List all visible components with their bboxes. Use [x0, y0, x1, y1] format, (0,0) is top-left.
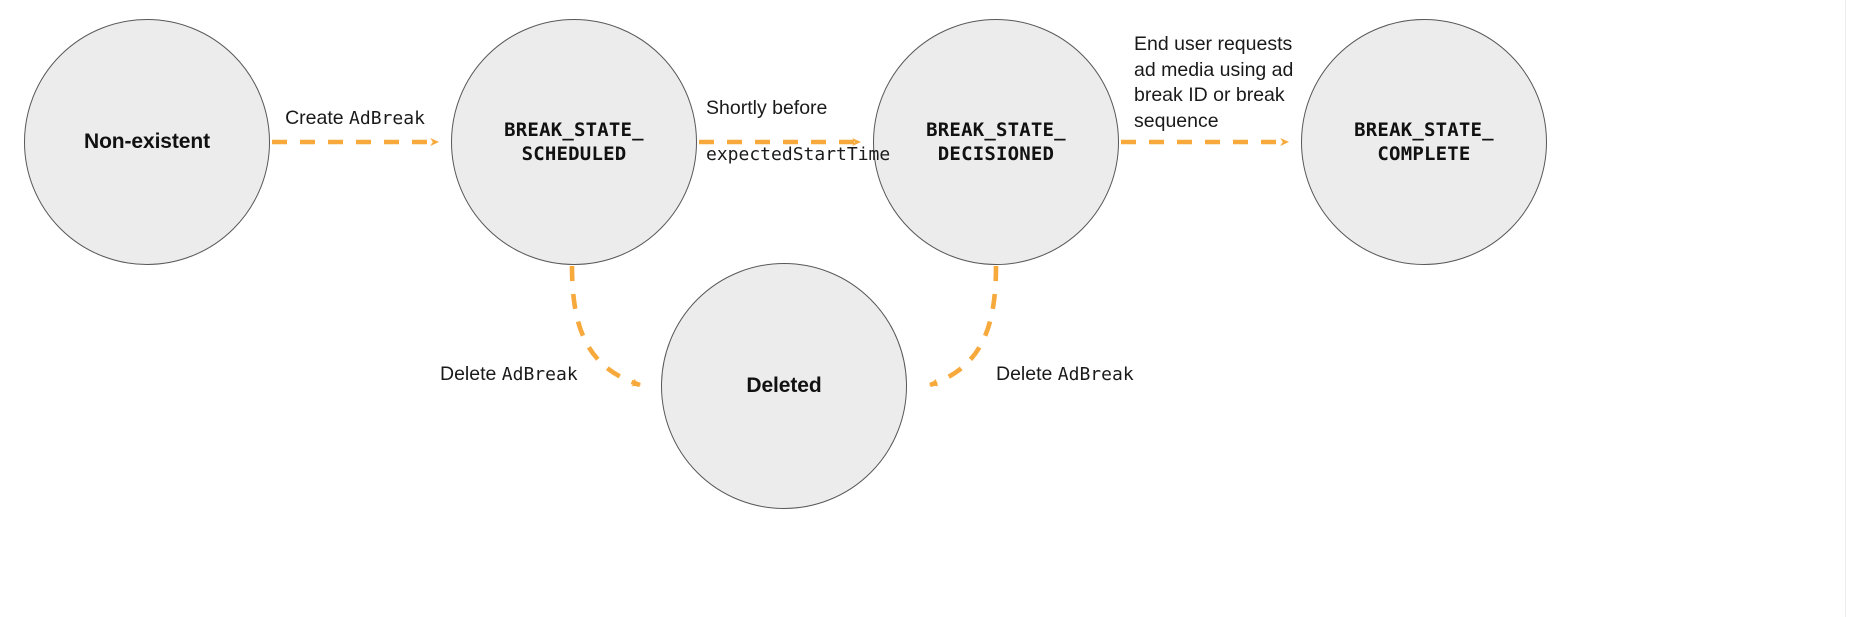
- state-node-break-state-complete[interactable]: BREAK_STATE_ COMPLETE: [1301, 19, 1547, 265]
- edge-label-decisioned-to-complete: End user requests ad media using ad brea…: [1134, 33, 1294, 133]
- edge-label-text-mono: AdBreak: [349, 108, 425, 130]
- state-node-label: Deleted: [746, 373, 822, 397]
- edge-label-text-sans: Create: [285, 107, 350, 130]
- state-node-break-state-scheduled[interactable]: BREAK_STATE_ SCHEDULED: [451, 19, 697, 265]
- edge-decisioned-to-deleted: [929, 265, 999, 388]
- state-node-label: BREAK_STATE_ DECISIONED: [926, 118, 1066, 165]
- edge-label-line-1: Shortly before: [706, 97, 828, 120]
- state-node-label: BREAK_STATE_ SCHEDULED: [504, 118, 644, 165]
- state-node-deleted[interactable]: Deleted: [661, 263, 907, 509]
- edge-label-create-adbreak: Create AdBreak: [272, 85, 438, 132]
- edge-label-text-sans: Delete: [440, 363, 502, 386]
- right-scroll-edge: [1845, 0, 1858, 617]
- edge-label-line-2: expectedStartTime: [706, 143, 891, 165]
- edge-label-decisioned-to-deleted: Delete AdBreak: [996, 341, 1146, 388]
- edge-label-text-sans: Delete: [996, 363, 1058, 386]
- edge-label-text-mono: AdBreak: [501, 364, 578, 386]
- edge-label-scheduled-to-deleted: Delete AdBreak: [440, 341, 590, 388]
- state-node-non-existent[interactable]: Non-existent: [24, 19, 270, 265]
- state-node-label: Non-existent: [84, 129, 210, 153]
- state-node-break-state-decisioned[interactable]: BREAK_STATE_ DECISIONED: [873, 19, 1119, 265]
- edge-label-scheduled-to-decisioned: Shortly before expectedStartTime: [706, 75, 936, 188]
- edge-label-text-mono: AdBreak: [1057, 364, 1134, 386]
- state-node-label: BREAK_STATE_ COMPLETE: [1354, 118, 1494, 165]
